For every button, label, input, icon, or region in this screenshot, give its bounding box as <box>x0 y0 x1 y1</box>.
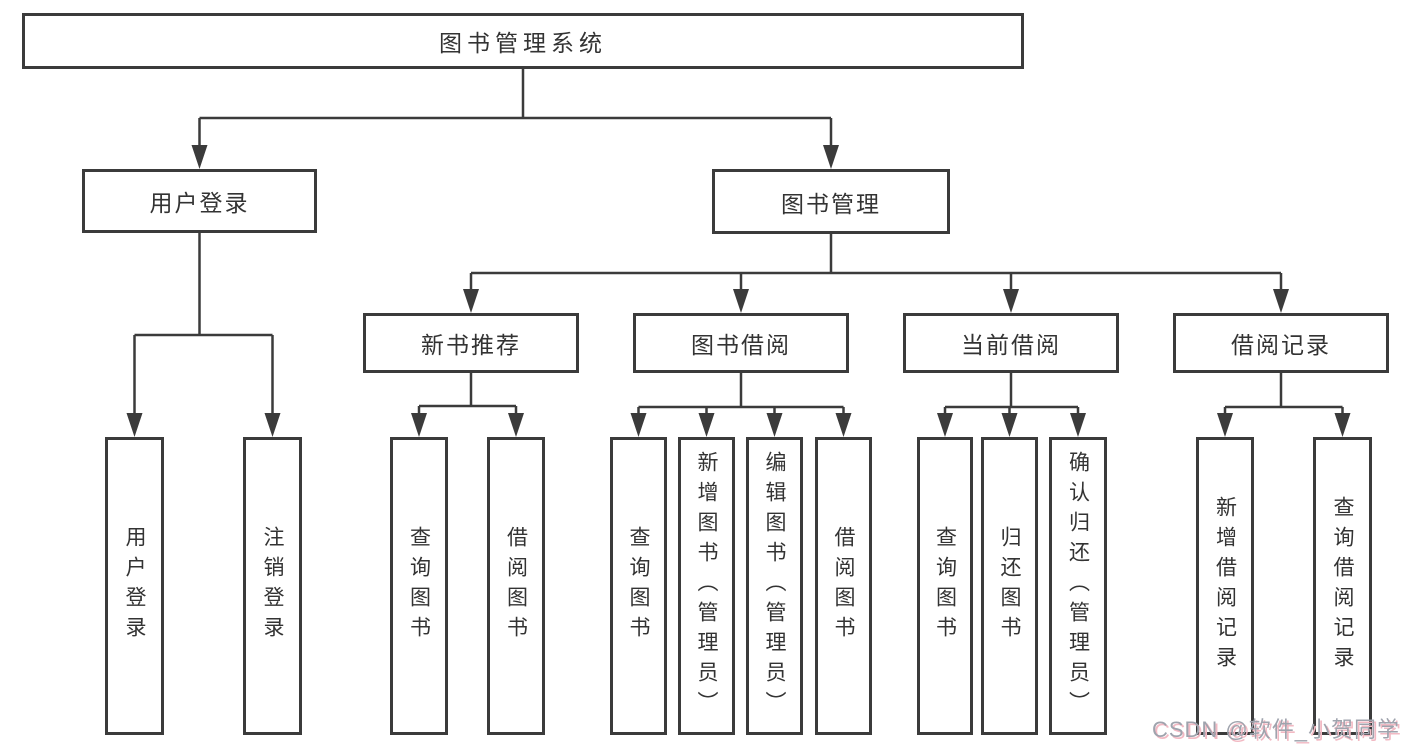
node-label: 查询图书 <box>933 526 957 646</box>
edge-book-borrow-children <box>637 373 845 414</box>
arrowhead-bb-query <box>630 413 647 437</box>
node-label: 编辑图书（管理员） <box>763 451 786 721</box>
leaf-current-query-book: 查询图书 <box>917 437 973 735</box>
arrowhead-borrow-record <box>1273 289 1289 313</box>
edge-new-book-rec-children <box>417 373 518 414</box>
arrowhead-cb-confirm <box>1070 413 1086 437</box>
leaf-current-return-book: 归还图书 <box>981 437 1038 735</box>
node-label: 图书管理 <box>781 190 881 217</box>
arrowhead-leaf-logout <box>264 413 281 437</box>
leaf-user-login: 用户登录 <box>105 437 164 735</box>
node-book-management: 图书管理 <box>712 169 950 234</box>
arrowhead-br-query <box>1334 413 1351 437</box>
node-user-login: 用户登录 <box>82 169 317 233</box>
leaf-borrow-edit-book-admin: 编辑图书（管理员） <box>746 437 803 735</box>
node-label: 用户登录 <box>149 190 250 216</box>
arrowhead-br-add <box>1217 413 1233 437</box>
edge-root-to-level2 <box>198 69 833 146</box>
arrowhead-cb-query <box>937 413 953 437</box>
node-root-library-system: 图书管理系统 <box>22 13 1024 69</box>
arrowhead-new-book-rec <box>463 289 479 313</box>
arrowhead-cb-return <box>1001 413 1018 437</box>
node-label: 新书推荐 <box>421 332 521 358</box>
node-label: 新增图书（管理员） <box>695 451 718 721</box>
arrowhead-rec-query <box>411 413 427 437</box>
arrowhead-rec-borrow <box>508 413 524 437</box>
arrowhead-bb-borrow <box>835 413 852 437</box>
node-label: 图书借阅 <box>691 332 791 358</box>
node-book-borrow: 图书借阅 <box>633 313 849 373</box>
node-borrow-record: 借阅记录 <box>1173 313 1389 373</box>
leaf-logout: 注销登录 <box>243 437 302 735</box>
arrowhead-book-borrow <box>733 289 749 313</box>
node-label: 查询图书 <box>407 526 431 646</box>
node-label: 用户登录 <box>123 526 146 646</box>
arrowhead-leaf-user-login <box>126 413 143 437</box>
arrowhead-bb-add <box>698 413 715 437</box>
csdn-watermark: CSDN @软件_小贺同学 <box>1151 717 1400 742</box>
node-label: 查询借阅记录 <box>1331 496 1354 676</box>
leaf-record-query-borrow-record: 查询借阅记录 <box>1313 437 1372 735</box>
arrowhead-book-mgmt <box>823 145 839 169</box>
node-label: 借阅图书 <box>504 526 528 646</box>
node-label: 借阅记录 <box>1231 332 1331 358</box>
node-label: 当前借阅 <box>961 332 1061 358</box>
leaf-recommend-query-book: 查询图书 <box>390 437 448 735</box>
leaf-record-add-borrow-record: 新增借阅记录 <box>1196 437 1254 735</box>
leaf-borrow-query-book: 查询图书 <box>610 437 667 735</box>
node-label: 查询图书 <box>627 526 650 646</box>
leaf-current-confirm-return-admin: 确认归还（管理员） <box>1049 437 1107 735</box>
node-label: 新增借阅记录 <box>1213 496 1237 676</box>
node-label: 借阅图书 <box>832 526 855 646</box>
node-label: 归还图书 <box>998 526 1021 646</box>
node-label: 注销登录 <box>261 526 284 646</box>
arrowhead-user-login <box>191 145 208 169</box>
leaf-borrow-borrow-book: 借阅图书 <box>815 437 872 735</box>
arrowhead-current-borrow <box>1003 289 1019 313</box>
edge-user-login-children <box>133 233 274 414</box>
node-current-borrow: 当前借阅 <box>903 313 1119 373</box>
node-label: 图书管理系统 <box>439 30 607 56</box>
node-new-book-recommend: 新书推荐 <box>363 313 579 373</box>
edge-book-mgmt-children <box>469 234 1283 290</box>
edge-current-borrow-children <box>943 373 1080 414</box>
node-label: 确认归还（管理员） <box>1066 451 1090 721</box>
leaf-borrow-add-book-admin: 新增图书（管理员） <box>678 437 735 735</box>
leaf-recommend-borrow-book: 借阅图书 <box>487 437 545 735</box>
arrowhead-bb-edit <box>766 413 783 437</box>
edge-borrow-record-children <box>1223 373 1344 414</box>
